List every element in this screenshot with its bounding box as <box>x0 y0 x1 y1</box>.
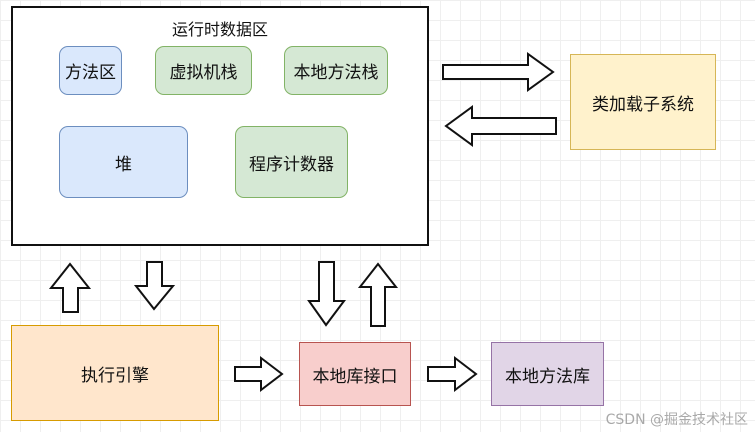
vm-stack-label: 虚拟机栈 <box>169 63 238 83</box>
arrow-right-to-class-loader <box>442 52 555 92</box>
arrow-right-to-interface <box>234 355 284 393</box>
method-area-label: 方法区 <box>65 63 116 83</box>
execution-engine-label: 执行引擎 <box>81 365 149 386</box>
pc-register-label: 程序计数器 <box>249 154 334 175</box>
class-loader-box: 类加载子系统 <box>570 54 716 150</box>
native-interface-label: 本地库接口 <box>312 366 398 387</box>
pc-register-box: 程序计数器 <box>235 126 348 198</box>
arrow-up-from-engine <box>48 262 92 313</box>
arrow-up-from-interface <box>357 262 399 327</box>
arrow-right-to-library <box>427 355 478 393</box>
runtime-data-area-label: 运行时数据区 <box>171 20 268 39</box>
heap-box: 堆 <box>59 126 188 198</box>
heap-label: 堆 <box>115 154 132 175</box>
watermark-text: CSDN @掘金技术社区 <box>606 412 748 428</box>
arrow-down-to-interface <box>307 261 346 327</box>
native-library-box: 本地方法库 <box>491 342 604 406</box>
vm-stack-box: 虚拟机栈 <box>155 46 252 95</box>
native-library-label: 本地方法库 <box>505 366 590 387</box>
class-loader-label: 类加载子系统 <box>592 94 694 115</box>
method-area-box: 方法区 <box>59 46 122 95</box>
native-interface-box: 本地库接口 <box>299 342 411 406</box>
execution-engine-box: 执行引擎 <box>11 325 219 421</box>
native-method-stack-box: 本地方法栈 <box>284 46 388 95</box>
arrow-left-to-runtime <box>444 105 557 147</box>
arrow-down-to-engine <box>133 261 176 311</box>
native-method-stack-label: 本地方法栈 <box>293 63 379 83</box>
